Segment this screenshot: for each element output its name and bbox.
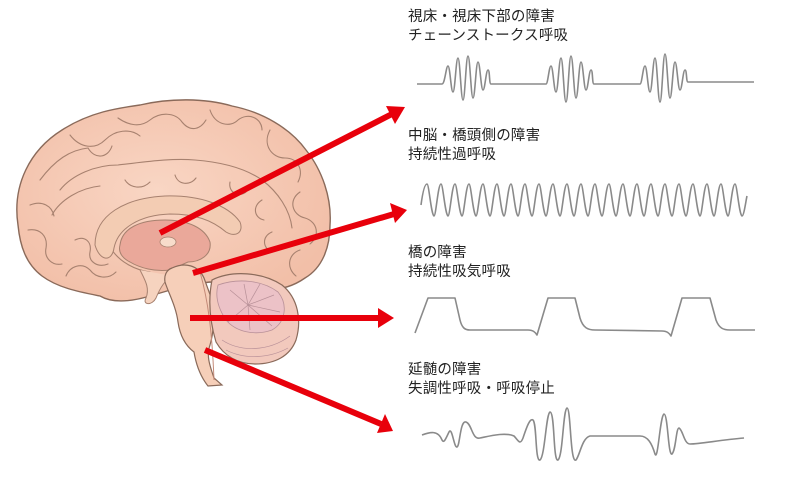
arrow-to-midbrain-panel — [192, 203, 407, 276]
region-name: 視床・視床下部の障害 — [408, 9, 555, 25]
panel-pons-label: 橋の障害 持続性吸気呼吸 — [408, 244, 511, 282]
gyri-lines — [27, 109, 317, 278]
region-name: 橋の障害 — [408, 245, 467, 261]
arrow-to-medulla-panel — [203, 347, 393, 433]
panel-midbrain-label: 中脳・橋頭側の障害 持続性過呼吸 — [408, 127, 540, 165]
waveform-hyperventilation — [420, 183, 748, 217]
waveform-ataxic — [421, 407, 745, 461]
arrow-to-thalamus-panel — [158, 106, 405, 236]
hypothalamus — [139, 269, 173, 305]
panel-thalamus-label: 視床・視床下部の障害 チェーンストークス呼吸 — [408, 8, 568, 46]
arrow-to-pons-panel — [190, 308, 394, 328]
interthalamic-adhesion — [159, 236, 177, 248]
arrows — [158, 106, 407, 433]
waveforms — [414, 53, 755, 461]
region-name: 延髄の障害 — [408, 362, 482, 378]
waveform-cheyne-stokes — [417, 53, 754, 103]
panel-medulla-label: 延髄の障害 失調性呼吸・呼吸停止 — [408, 361, 555, 399]
waveform-apneustic — [414, 297, 755, 337]
region-name: 中脳・橋頭側の障害 — [408, 128, 541, 144]
breathing-pattern: 持続性過呼吸 — [408, 147, 497, 163]
breathing-pattern: 持続性吸気呼吸 — [408, 264, 511, 280]
breathing-pattern: チェーンストークス呼吸 — [408, 28, 569, 44]
breathing-pattern: 失調性呼吸・呼吸停止 — [408, 381, 555, 397]
brain-illustration — [16, 99, 331, 387]
